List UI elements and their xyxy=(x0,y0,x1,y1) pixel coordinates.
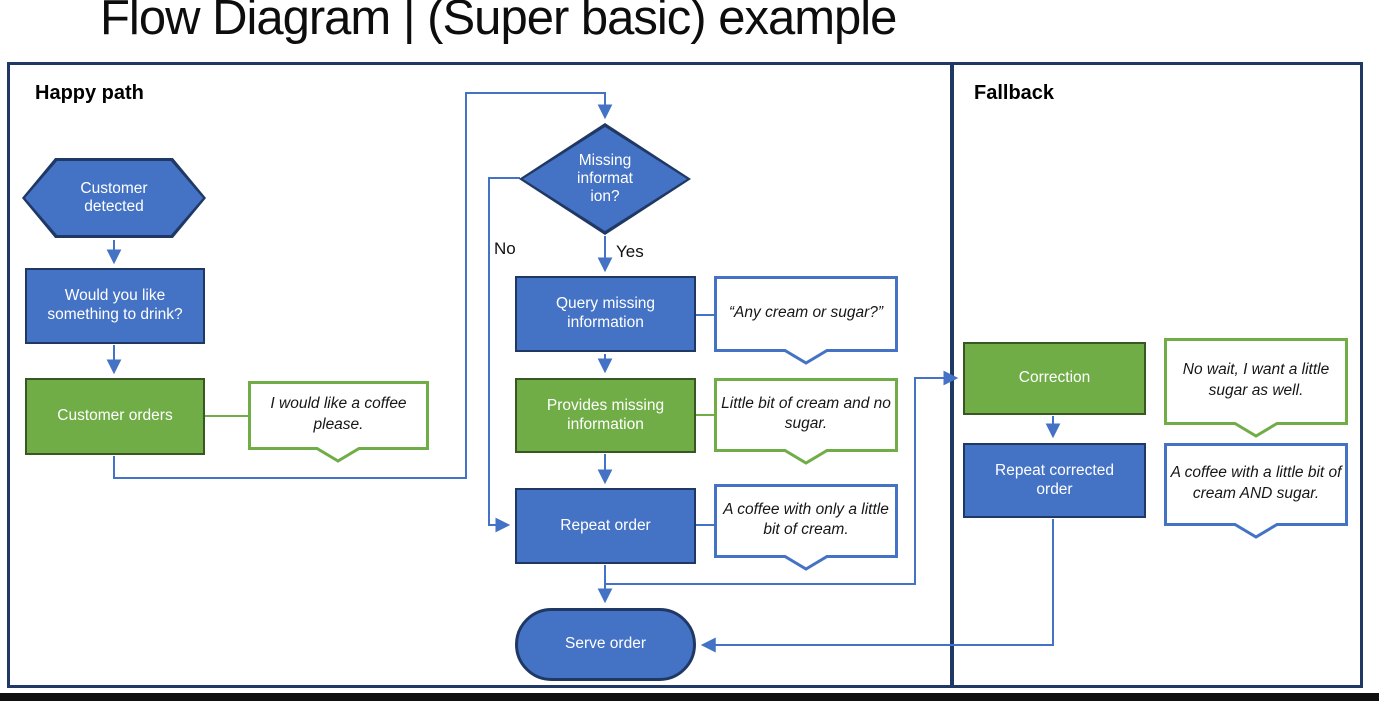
edge-label-no: No xyxy=(494,239,516,258)
callout-text: Little bit of cream and no sugar. xyxy=(721,394,891,432)
callout-text: I would like a coffee please. xyxy=(270,395,407,433)
node-customer-orders: Customer orders xyxy=(25,378,205,455)
speech-bubble-icon xyxy=(1164,338,1348,438)
fallback-label: Fallback xyxy=(974,82,1055,104)
node-label: Customer detected xyxy=(80,179,148,215)
callout-coffee-only-cream: A coffee with only a little bit of cream… xyxy=(714,484,898,572)
callout-coffee-cream-and-sugar: A coffee with a little bit of cream AND … xyxy=(1164,443,1348,540)
node-correction: Correction xyxy=(963,342,1146,415)
node-label: Would you like something to drink? xyxy=(47,287,183,323)
edge-label-yes: Yes xyxy=(616,242,644,261)
node-label: Customer orders xyxy=(57,407,173,425)
speech-bubble-icon xyxy=(248,381,429,463)
node-query-missing: Query missing information xyxy=(515,276,696,352)
node-label: Correction xyxy=(1018,369,1091,387)
node-customer-detected: Customer detected xyxy=(22,158,206,238)
speech-bubble-icon xyxy=(1164,443,1348,539)
callout-no-wait-sugar: No wait, I want a little sugar as well. xyxy=(1164,338,1348,439)
node-provides-missing: Provides missing information xyxy=(515,378,696,453)
speech-bubble-icon xyxy=(714,378,898,465)
speech-bubble-icon xyxy=(714,276,898,365)
node-label: Query missing information xyxy=(555,295,656,331)
node-label: Repeat order xyxy=(560,516,651,534)
node-label: Serve order xyxy=(565,635,646,653)
node-serve-order: Serve order xyxy=(515,608,696,681)
callout-any-cream-or-sugar: “Any cream or sugar?” xyxy=(714,276,898,366)
speech-bubble-icon xyxy=(714,484,898,571)
callout-coffee-please: I would like a coffee please. xyxy=(248,381,429,464)
callout-text: A coffee with only a little bit of cream… xyxy=(723,500,889,538)
bottom-bar xyxy=(0,693,1379,701)
node-label: Repeat corrected order xyxy=(995,461,1114,498)
node-repeat-order: Repeat order xyxy=(515,488,696,564)
node-label: Provides missing information xyxy=(546,396,665,433)
callout-text: “Any cream or sugar?” xyxy=(728,303,884,321)
page-title: Flow Diagram | (Super basic) example xyxy=(100,0,897,45)
callout-little-bit-of-cream: Little bit of cream and no sugar. xyxy=(714,378,898,466)
node-repeat-corrected-order: Repeat corrected order xyxy=(963,443,1146,518)
happy-path-label: Happy path xyxy=(35,82,144,104)
node-drink-question: Would you like something to drink? xyxy=(25,268,205,344)
callout-text: A coffee with a little bit of cream AND … xyxy=(1170,464,1342,502)
node-label: Missing informat ion? xyxy=(577,151,633,206)
callout-text: No wait, I want a little sugar as well. xyxy=(1182,361,1330,399)
